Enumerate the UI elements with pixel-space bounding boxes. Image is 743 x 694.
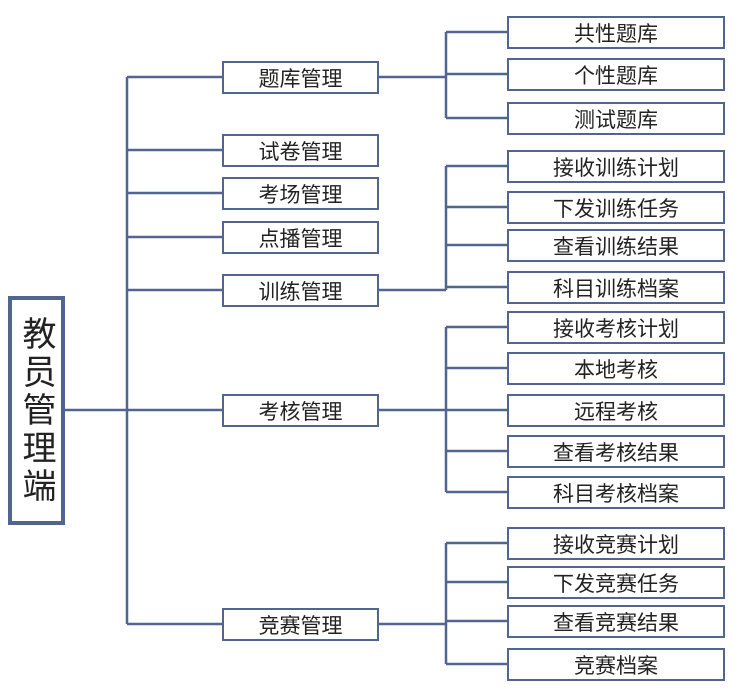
leaf-node: 科目训练档案 <box>507 271 725 304</box>
leaf-node: 接收考核计划 <box>507 311 725 344</box>
module-kaohe: 考核管理 <box>222 394 379 427</box>
module-jingsai: 竞赛管理 <box>222 608 379 641</box>
leaf-node: 本地考核 <box>507 352 725 385</box>
module-kaochang: 考场管理 <box>222 177 379 210</box>
leaf-node: 个性题库 <box>507 58 725 91</box>
leaf-node: 竞赛档案 <box>507 648 725 681</box>
module-xunlian: 训练管理 <box>222 274 379 307</box>
leaf-node: 测试题库 <box>507 102 725 135</box>
leaf-node: 科目考核档案 <box>507 476 725 509</box>
leaf-node: 查看考核结果 <box>507 435 725 468</box>
leaf-node: 接收训练计划 <box>507 150 725 183</box>
leaf-node: 远程考核 <box>507 394 725 427</box>
leaf-node: 查看竞赛结果 <box>507 605 725 638</box>
leaf-node: 下发训练任务 <box>507 191 725 224</box>
module-shijuan: 试卷管理 <box>222 134 379 167</box>
root-node: 教员管理端 <box>8 296 65 525</box>
leaf-node: 接收竞赛计划 <box>507 527 725 560</box>
leaf-node: 查看训练结果 <box>507 229 725 262</box>
leaf-node: 下发竞赛任务 <box>507 566 725 599</box>
module-tiku: 题库管理 <box>222 61 379 94</box>
leaf-node: 共性题库 <box>507 16 725 49</box>
module-dianbo: 点播管理 <box>222 221 379 254</box>
